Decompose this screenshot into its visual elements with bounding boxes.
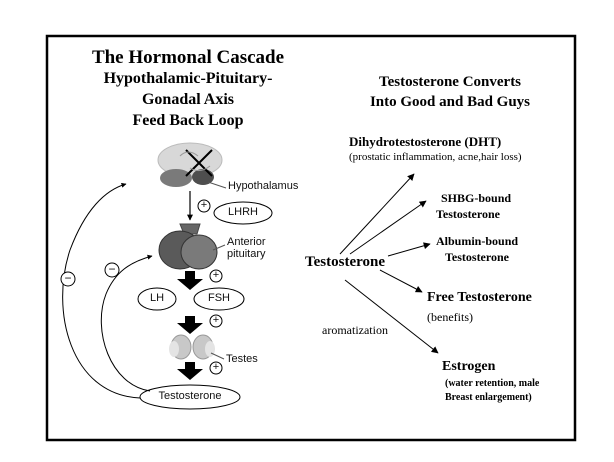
arrow-to-estrogen — [344, 279, 439, 354]
lhrh-label: LHRH — [228, 206, 258, 218]
brain-icon — [157, 142, 223, 187]
dht-title: Dihydrotestosterone (DHT) — [349, 134, 502, 149]
free-testosterone-title: Free Testosterone — [427, 290, 532, 305]
arrow-to-free — [379, 269, 423, 293]
plus-sign-testes: + — [212, 361, 220, 373]
dht-note: (prostatic inflammation, acne,hair loss) — [349, 151, 522, 163]
plus-circle-lhrh — [197, 199, 211, 213]
big-arrow-1 — [177, 271, 203, 290]
outer-frame — [45, 34, 577, 442]
pituitary-pointer-line — [212, 244, 226, 251]
testes-icon — [169, 334, 215, 360]
albumin-line2: Testosterone — [445, 250, 509, 264]
albumin-line1: Albumin-bound — [436, 234, 519, 248]
shbg-line2: Testosterone — [436, 207, 500, 221]
anterior-pituitary-label-1: Anterior — [227, 236, 266, 248]
testosterone-oval — [139, 384, 241, 410]
feedback-outer-arc — [62, 182, 141, 399]
aromatization-label: aromatization — [322, 323, 388, 337]
estrogen-note-1: (water retention, male — [445, 378, 540, 389]
testosterone-oval-label: Testosterone — [158, 390, 222, 402]
arrow-to-dht — [339, 173, 415, 255]
feedback-inner-arc — [100, 254, 153, 392]
big-arrow-2 — [177, 316, 203, 334]
plus-sign-lhfsh: + — [212, 314, 220, 326]
estrogen-title: Estrogen — [442, 359, 496, 374]
arrow-to-albumin — [387, 242, 431, 257]
testosterone-source-label: Testosterone — [305, 254, 385, 270]
lhrh-oval — [213, 201, 273, 225]
pituitary-icon — [158, 223, 218, 270]
lh-label: LH — [149, 292, 165, 304]
shbg-line1: SHBG-bound — [441, 191, 512, 205]
minus-sign-inner: − — [108, 262, 116, 276]
cascade-subtitle-line3: Feed Back Loop — [132, 112, 244, 129]
cascade-title: The Hormonal Cascade — [91, 47, 285, 68]
plus-circle-testes — [209, 361, 223, 375]
testes-pointer-line — [210, 352, 225, 360]
plus-circle-pituitary — [209, 269, 223, 283]
minus-circle-outer — [60, 271, 76, 287]
fsh-oval — [193, 287, 245, 311]
converts-title-line2: Into Good and Bad Guys — [369, 94, 531, 110]
testes-label: Testes — [226, 353, 258, 365]
plus-circle-lhfsh — [209, 314, 223, 328]
big-arrow-3 — [177, 362, 203, 380]
minus-sign-outer: − — [64, 271, 72, 285]
cascade-subtitle-line2: Gonadal Axis — [141, 91, 235, 108]
brain-pointer-line — [207, 181, 227, 189]
plus-sign-pituitary: + — [212, 269, 220, 281]
minus-circle-inner — [104, 262, 120, 278]
arrow-to-shbg — [349, 200, 427, 255]
hypothalamus-label: Hypothalamus — [228, 180, 299, 192]
lh-oval — [137, 287, 177, 311]
estrogen-note-2: Breast enlargement) — [445, 392, 532, 403]
converts-title-line1: Testosterone Converts — [378, 74, 522, 90]
plus-sign-lhrh: + — [200, 199, 208, 211]
anterior-pituitary-label-2: pituitary — [227, 248, 266, 260]
fsh-label: FSH — [208, 292, 230, 304]
cascade-subtitle-line1: Hypothalamic-Pituitary- — [103, 70, 273, 87]
free-testosterone-note: (benefits) — [427, 310, 473, 324]
